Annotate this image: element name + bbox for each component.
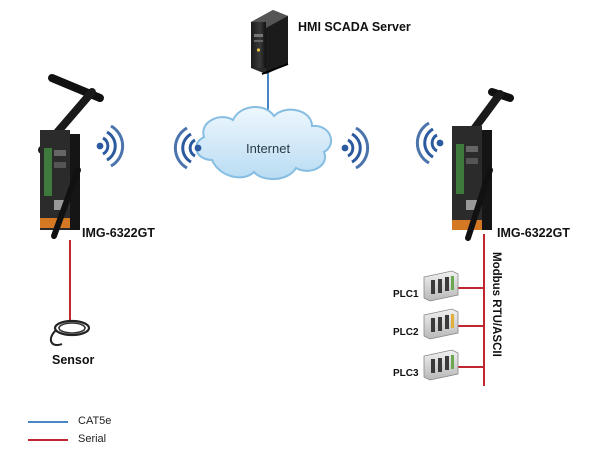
- plc-label-3: PLC3: [393, 368, 419, 379]
- server-tower-icon: [251, 10, 289, 75]
- gateway-device-icon-left: [38, 74, 104, 239]
- server-label: HMI SCADA Server: [298, 20, 411, 34]
- bus-label: Modbus RTU/ASCII: [490, 252, 502, 357]
- plc-icon-3: [423, 349, 459, 381]
- legend-label-cat5e: CAT5e: [78, 415, 112, 427]
- plc-label-2: PLC2: [393, 327, 419, 338]
- plc-icon-2: [423, 308, 459, 340]
- wireless-signal-icon-cloud-right: [341, 126, 370, 170]
- wireless-signal-icon-right-gw: [415, 121, 444, 165]
- gateway-device-icon-right: [452, 88, 514, 241]
- internet-cloud-icon: [195, 106, 333, 180]
- plc-icon-1: [423, 270, 459, 302]
- plc-label-1: PLC1: [393, 289, 419, 300]
- wireless-signal-icon-cloud-left: [173, 126, 202, 170]
- sensor-label: Sensor: [52, 353, 95, 367]
- sensor-cable-icon: [49, 319, 91, 346]
- cloud-label: Internet: [246, 141, 291, 156]
- wireless-signal-icon-left-gw: [96, 124, 125, 168]
- gateway-label-right: IMG-6322GT: [497, 226, 570, 240]
- legend-label-serial: Serial: [78, 433, 107, 445]
- gateway-label-left: IMG-6322GT: [82, 226, 155, 240]
